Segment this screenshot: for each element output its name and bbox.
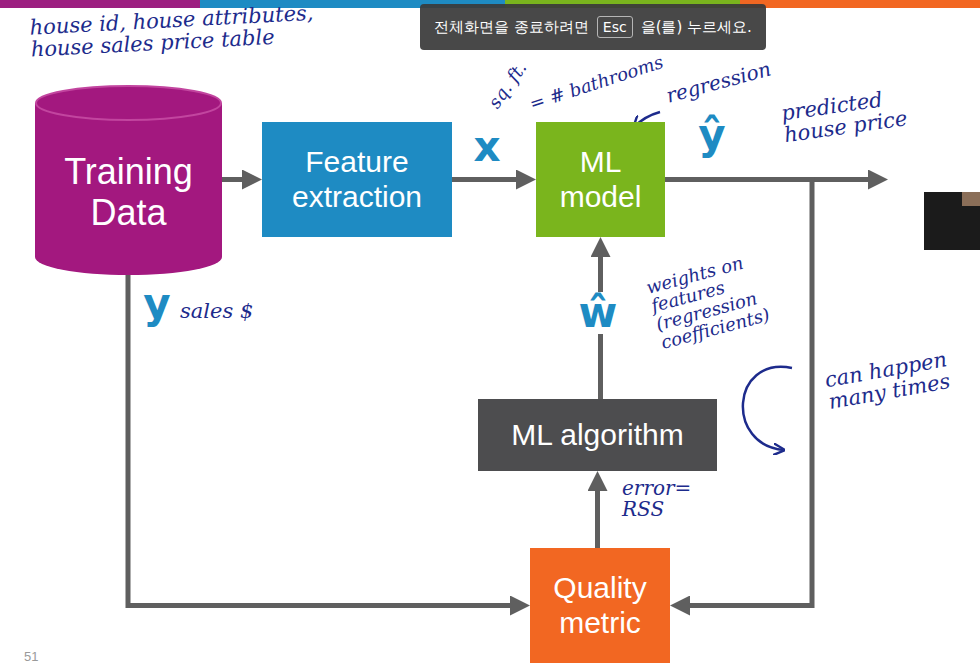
box-label: Training Data — [43, 151, 214, 234]
flow-arrow — [222, 177, 254, 182]
flow-arrow — [452, 177, 528, 182]
note: error= RSS — [622, 478, 702, 520]
box-label: ML model — [546, 145, 655, 214]
note: regression — [664, 58, 773, 106]
top-bar — [740, 0, 980, 8]
database-cylinder: Training Data — [35, 85, 222, 275]
flow-arrow — [128, 275, 522, 606]
edge-label: ŵ — [576, 292, 621, 334]
cylinder-body — [35, 103, 222, 275]
algorithm-box: ML algorithm — [478, 399, 717, 471]
loop-arrow — [743, 367, 792, 450]
hint-text: 을(를) 누르세요. — [641, 18, 752, 37]
cylinder-top — [36, 86, 221, 120]
edge-label: ŷ — [695, 114, 728, 156]
flow-arrow — [665, 180, 812, 606]
presenter-video — [924, 192, 980, 250]
output-arrow — [812, 177, 880, 182]
note: house id, house attributes, house sales … — [29, 0, 361, 61]
key-text: Esc — [603, 19, 627, 35]
box-label: Feature extraction — [272, 145, 442, 214]
presenter-video — [962, 192, 980, 206]
note: sq. ft. — [485, 59, 530, 112]
process-box: Feature extraction — [262, 122, 452, 237]
edge-label: y — [140, 283, 173, 325]
fullscreen-hint: 전체화면을 종료하려면 을(를) 누르세요. Esc — [420, 4, 766, 50]
model-box: ML model — [536, 122, 665, 237]
page-number: 51 — [24, 650, 38, 664]
box-label: Quality metric — [540, 571, 660, 640]
note: = # bathrooms — [527, 53, 665, 114]
flow-arrow — [595, 479, 600, 548]
box-label: ML algorithm — [511, 418, 683, 453]
metric-box: Quality metric — [530, 548, 670, 663]
note: sales $ — [180, 300, 253, 322]
edge-label: x — [470, 126, 503, 168]
key-cap: Esc — [597, 16, 633, 38]
hint-text: 전체화면을 종료하려면 — [434, 18, 589, 37]
top-bar — [0, 0, 200, 8]
note: predicted house price — [780, 82, 935, 147]
note: weights on features (regression coeffici… — [644, 247, 784, 352]
note: can happen many times — [823, 347, 959, 413]
